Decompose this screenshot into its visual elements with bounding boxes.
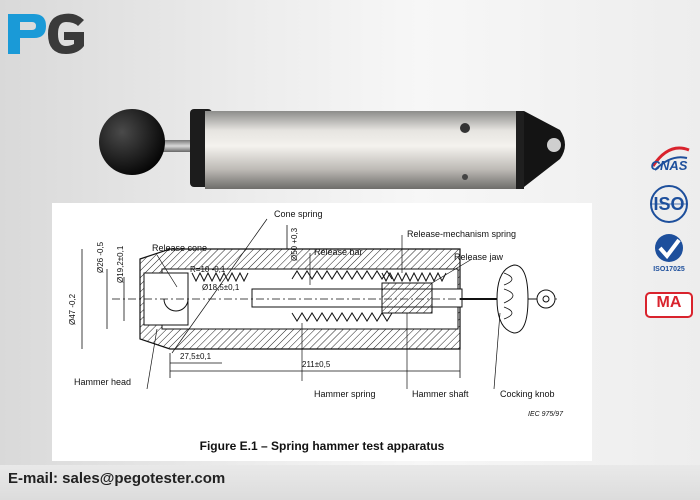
figure-caption: Figure E.1 – Spring hammer test apparatu… xyxy=(199,439,445,453)
label-hammer-head: Hammer head xyxy=(74,377,132,387)
iso-badge-icon: ISO xyxy=(643,184,695,234)
dim-diameter-26: Ø26 -0,5 xyxy=(96,241,105,273)
dim-diameter-47: Ø47 -0,2 xyxy=(68,293,77,325)
iso-label: ISO xyxy=(653,194,685,214)
pg-logo xyxy=(6,6,86,60)
checkmark-badge-icon: ISO17025 xyxy=(643,232,695,282)
dim-head-length: 27,5±0,1 xyxy=(180,352,212,361)
label-release-mechanism-spring: Release-mechanism spring xyxy=(407,229,517,239)
spring-hammer-photo xyxy=(90,95,570,205)
dim-diameter-50: Ø50 +0,3 xyxy=(290,227,299,261)
contact-email[interactable]: E-mail: sales@pegotester.com xyxy=(8,470,226,487)
label-hammer-spring: Hammer spring xyxy=(314,389,376,399)
label-hammer-shaft: Hammer shaft xyxy=(412,389,469,399)
cnas-label: CNAS xyxy=(650,158,688,173)
label-cone-spring: Cone spring xyxy=(274,209,323,219)
label-release-jaw: Release jaw xyxy=(454,252,504,262)
dim-radius: R=10 -0,1 xyxy=(190,265,226,274)
technical-drawing: Cone spring Release cone Release bar Rel… xyxy=(52,203,592,461)
iec-reference: IEC 975/97 xyxy=(528,411,564,418)
ma-badge-icon: MA xyxy=(643,290,695,340)
label-release-bar: Release bar xyxy=(314,247,363,257)
dim-diameter-19: Ø19,2±0,1 xyxy=(116,245,125,283)
iso17025-label: ISO17025 xyxy=(653,266,685,273)
dim-inner-diameter: Ø18,5±0,1 xyxy=(202,283,240,292)
ma-label: MA xyxy=(656,294,682,311)
cnas-badge-icon: CNAS xyxy=(643,140,695,190)
dim-total-length: 211±0,5 xyxy=(302,360,331,369)
label-cocking-knob: Cocking knob xyxy=(500,389,555,399)
footer-bar xyxy=(0,465,700,500)
label-release-cone: Release cone xyxy=(152,243,208,253)
